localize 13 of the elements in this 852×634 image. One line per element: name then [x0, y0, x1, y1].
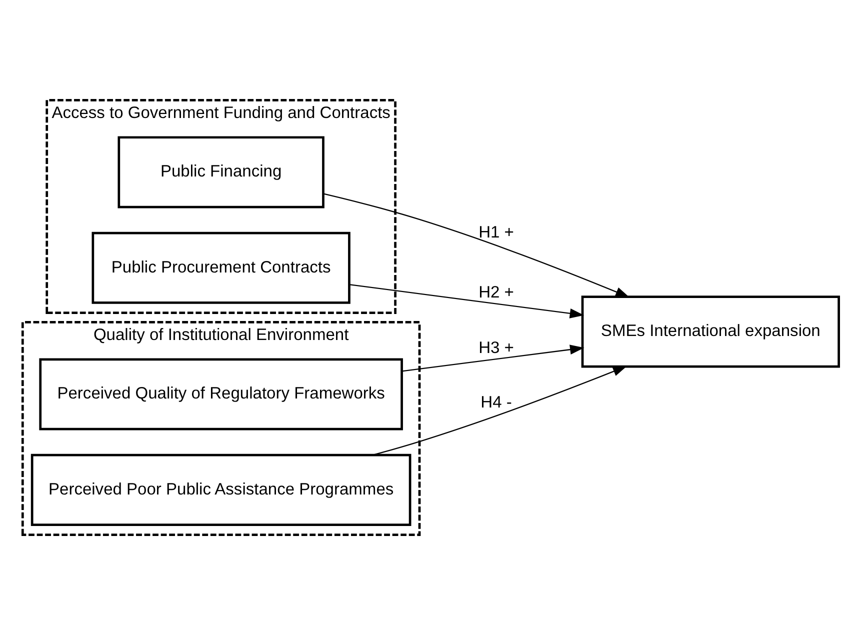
arrow: [402, 344, 584, 372]
node-box: Public Financing: [118, 136, 324, 208]
edge-label: H3 +: [478, 338, 514, 357]
node-box: Public Procurement Contracts: [92, 231, 350, 304]
arrow: [372, 365, 628, 456]
edge-label: H1 +: [478, 222, 514, 241]
arrow: [349, 283, 584, 318]
arrow: [323, 192, 630, 297]
node-box: Perceived Quality of Regulatory Frameworks: [39, 358, 403, 430]
edge-label: H4 -: [480, 392, 512, 411]
edge-label: H2 +: [478, 282, 514, 302]
node-box: SMEs International expansion: [581, 295, 840, 368]
node-box: Perceived Poor Public Assistance Programmes: [30, 453, 412, 526]
